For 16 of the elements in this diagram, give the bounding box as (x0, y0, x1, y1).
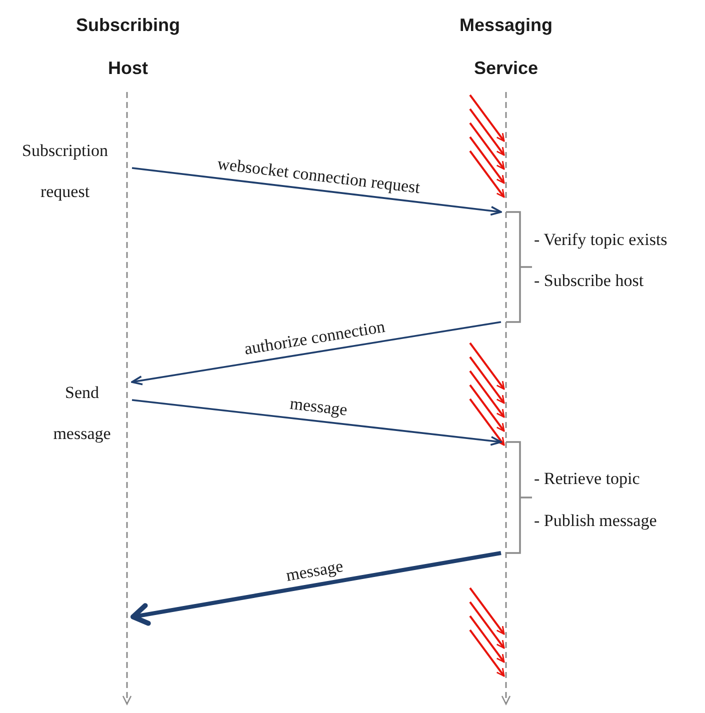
edge-label: message (288, 394, 348, 420)
note-text: Send message (52, 382, 112, 445)
note-text: - Retrieve topic (534, 468, 640, 490)
arrow (132, 167, 502, 216)
edge-label: authorize connection (242, 316, 386, 360)
note-text: - Verify topic exists (534, 229, 668, 251)
edge-label: message (284, 556, 344, 586)
note-text: Subscription request (21, 140, 109, 203)
edge-label: websocket connection request (216, 154, 421, 198)
participant-heading: Subscribing Host (74, 14, 181, 80)
note-text: - Subscribe host (534, 270, 644, 292)
arrow (130, 551, 502, 626)
participant-heading: Messaging Service (458, 14, 554, 80)
arrow (131, 321, 502, 386)
note-text: - Publish message (534, 510, 657, 532)
arrow (132, 399, 502, 446)
